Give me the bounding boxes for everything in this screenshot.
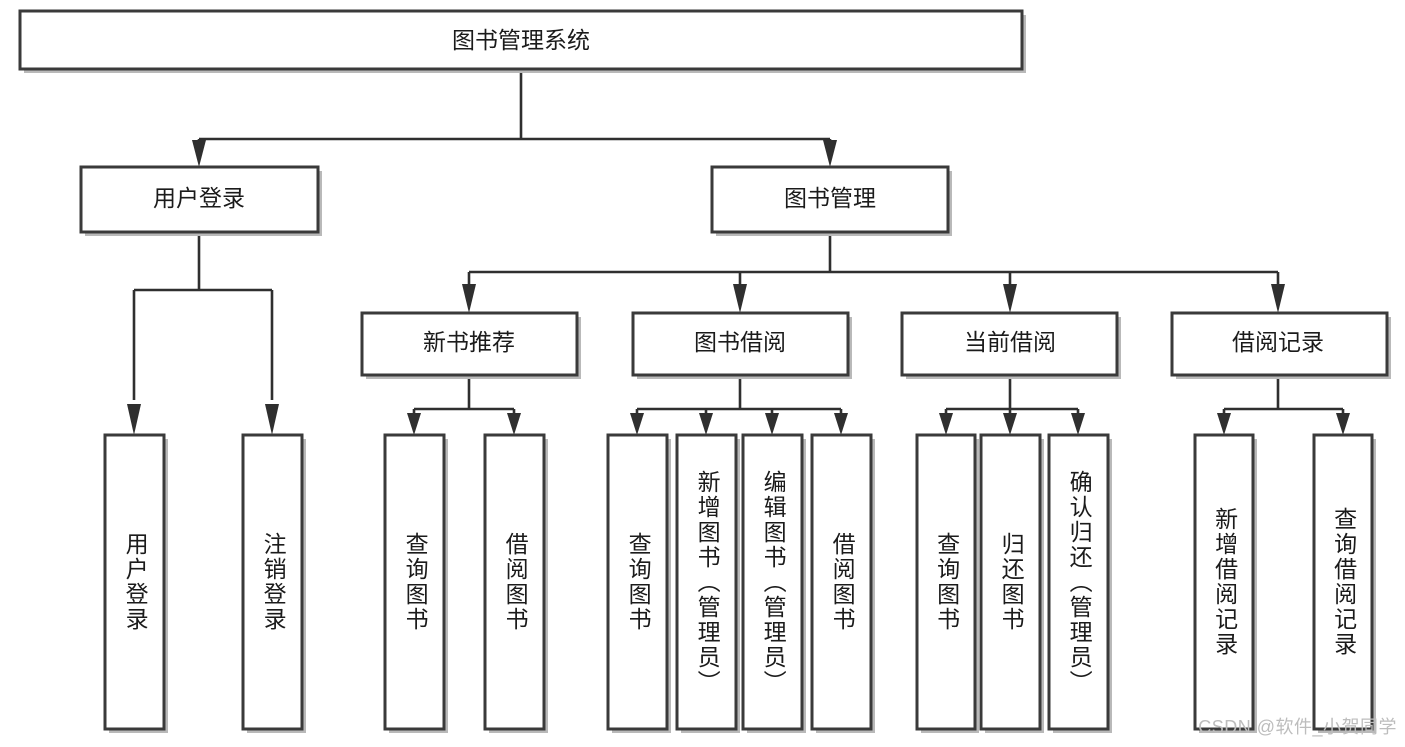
arrow-to-leaf-query-book-cb xyxy=(939,413,953,435)
arrow-to-leaf-borrow-book-bb xyxy=(834,413,848,435)
new-book-recommend-box[interactable] xyxy=(360,311,579,377)
leaf-logout-box[interactable] xyxy=(241,433,304,731)
leaf-return-book-label: 归还图书 xyxy=(998,532,1025,632)
leaf-query-record-label: 查询借阅记录 xyxy=(1330,507,1357,657)
arrow-to-leaf-logout xyxy=(265,404,279,435)
arrow-to-current-borrow xyxy=(1003,284,1017,313)
arrow-to-leaf-add-book xyxy=(699,413,713,435)
arrow-to-leaf-borrow-book-nb xyxy=(507,413,521,435)
leaf-borrow-book-nb-label: 借阅图书 xyxy=(502,532,529,632)
current-borrow-label: 当前借阅 xyxy=(964,329,1056,355)
arrow-to-leaf-confirm-return xyxy=(1071,413,1085,435)
book-borrow-box[interactable] xyxy=(631,311,850,377)
leaf-confirm-return-label: 确认归还（管理员） xyxy=(1066,469,1093,695)
arrow-to-leaf-query-book-bb xyxy=(630,413,644,435)
leaf-edit-book-box[interactable] xyxy=(741,433,804,731)
leaf-query-book-cb-box[interactable] xyxy=(915,433,977,731)
arrow-to-borrow-records xyxy=(1271,284,1285,313)
book-borrow-label: 图书借阅 xyxy=(694,329,786,355)
borrow-records-label: 借阅记录 xyxy=(1232,329,1324,355)
leaf-add-book-label: 新增图书（管理员） xyxy=(694,469,721,695)
arrow-to-book-mgmt xyxy=(823,140,837,167)
leaf-user-login-label: 用户登录 xyxy=(122,532,149,632)
connector-group-borrow-records xyxy=(1217,375,1350,435)
book-mgmt-label: 图书管理 xyxy=(784,185,876,211)
leaf-add-record-box[interactable] xyxy=(1193,433,1255,731)
connector-group-user-login xyxy=(127,232,279,435)
arrow-to-new-book-recommend xyxy=(462,284,476,313)
leaf-query-book-nb-box[interactable] xyxy=(383,433,446,731)
arrow-to-leaf-return-book xyxy=(1003,413,1017,435)
arrow-to-leaf-add-record xyxy=(1217,413,1231,435)
watermark: CSDN @软件_小贺同学 xyxy=(1198,717,1397,737)
leaf-user-login-box[interactable] xyxy=(103,433,166,731)
arrow-to-book-borrow xyxy=(733,284,747,313)
leaf-add-record-label: 新增借阅记录 xyxy=(1211,507,1238,657)
leaf-logout-label: 注销登录 xyxy=(260,532,287,632)
leaf-borrow-book-bb-label: 借阅图书 xyxy=(829,532,856,632)
connector-group-current-borrow xyxy=(939,375,1085,435)
leaf-query-book-nb-label: 查询图书 xyxy=(402,532,429,632)
arrow-to-user-login xyxy=(192,140,206,167)
leaf-borrow-book-nb-box[interactable] xyxy=(483,433,546,731)
leaf-query-book-bb-label: 查询图书 xyxy=(625,532,652,632)
connector-group-root xyxy=(192,69,837,167)
leaf-edit-book-label: 编辑图书（管理员） xyxy=(760,469,787,695)
leaf-return-book-box[interactable] xyxy=(979,433,1042,731)
leaf-borrow-book-bb-box[interactable] xyxy=(810,433,873,731)
borrow-records-box[interactable] xyxy=(1170,311,1389,377)
leaf-query-book-bb-box[interactable] xyxy=(606,433,669,731)
connector-group-book-borrow xyxy=(630,375,848,435)
current-borrow-box[interactable] xyxy=(900,311,1119,377)
root-box[interactable] xyxy=(18,9,1024,71)
user-login-box[interactable] xyxy=(79,165,320,234)
arrow-to-leaf-user-login xyxy=(127,404,141,435)
arrow-to-leaf-query-book-nb xyxy=(407,413,421,435)
book-mgmt-box[interactable] xyxy=(710,165,950,234)
arrow-to-leaf-query-record xyxy=(1336,413,1350,435)
user-login-label: 用户登录 xyxy=(153,185,245,211)
arrow-to-leaf-edit-book xyxy=(765,413,779,435)
connector-group-new-book-recommend xyxy=(407,375,521,435)
leaf-add-book-box[interactable] xyxy=(675,433,738,731)
leaf-confirm-return-box[interactable] xyxy=(1047,433,1110,731)
connector-group-book-mgmt xyxy=(462,232,1285,313)
root-label: 图书管理系统 xyxy=(452,27,590,53)
leaf-query-record-box[interactable] xyxy=(1312,433,1374,731)
leaf-query-book-cb-label: 查询图书 xyxy=(933,532,960,632)
new-book-recommend-label: 新书推荐 xyxy=(423,329,515,355)
